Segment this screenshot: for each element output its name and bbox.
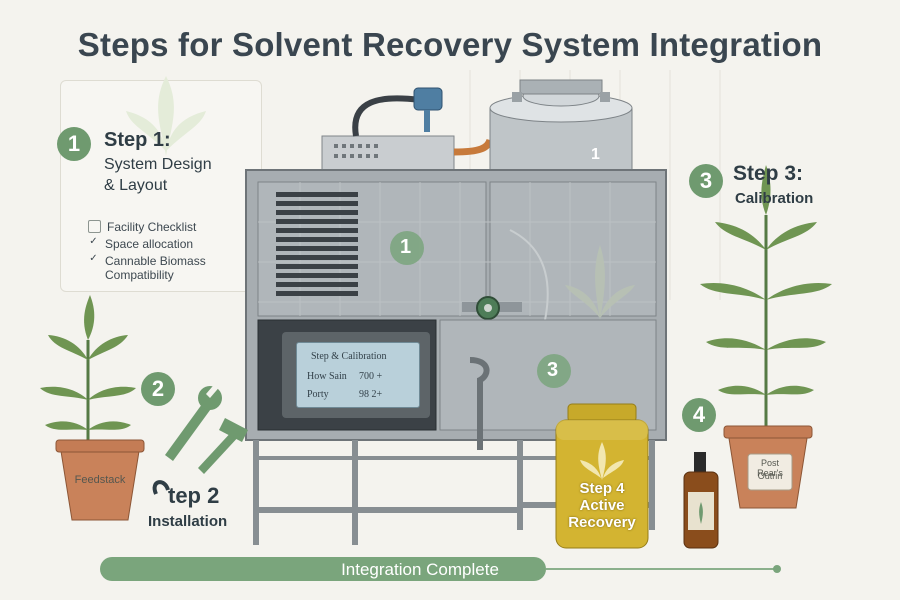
- step1-badge: 1: [57, 127, 91, 161]
- progress-bar: [100, 557, 546, 581]
- display-header: Step & Calibration: [311, 351, 387, 362]
- checklist-item-continued: Compatibility: [88, 268, 174, 282]
- checklist-label: Compatibility: [105, 268, 174, 282]
- compressor-box: [321, 135, 455, 171]
- checklist-item[interactable]: ✓ Space allocation: [88, 236, 194, 252]
- step2-title: tep 2: [168, 483, 220, 508]
- jar-label-1: Step 4: [579, 480, 625, 497]
- checkbox[interactable]: [88, 220, 101, 233]
- control-display[interactable]: Step & Calibration How Sain 700 + Porty …: [296, 342, 420, 408]
- left-pot-label: Feedstack: [74, 474, 126, 486]
- step1-title: Step 1:: [104, 129, 171, 151]
- step3-badge: 3: [689, 164, 723, 198]
- step3-title: Step 3:: [733, 162, 804, 185]
- display-row2-value: 98 2+: [359, 389, 383, 400]
- step1-subtitle-1: System Design: [104, 156, 212, 173]
- left-plant-icon: [40, 295, 136, 455]
- marker-1: 1: [400, 236, 412, 258]
- display-row1-value: 700 +: [359, 371, 383, 382]
- marker-3: 3: [547, 359, 559, 381]
- check-icon[interactable]: ✓: [89, 236, 98, 247]
- wrench-hammer-icon: [165, 380, 248, 474]
- step1-card: [60, 76, 262, 292]
- right-pot-label-2: Outrin: [757, 471, 783, 481]
- leaf-watermark-icon: [126, 76, 206, 156]
- checklist-item[interactable]: ✓ Cannable Biomass: [88, 253, 206, 269]
- checklist-label: Space allocation: [105, 237, 194, 251]
- leaf-emblem-icon: [565, 245, 635, 320]
- leaf-icon: [580, 442, 624, 480]
- marker-1-drum: 1: [591, 146, 600, 163]
- jar-label: Step 4 Active Recovery: [562, 480, 642, 531]
- step1-subtitle-2: & Layout: [104, 177, 168, 194]
- progress-label: Integration Complete: [341, 560, 499, 579]
- checklist-label: Facility Checklist: [107, 220, 197, 234]
- step4-badge: 4: [682, 398, 716, 432]
- display-row1-label: How Sain: [307, 371, 347, 382]
- check-icon[interactable]: ✓: [89, 253, 98, 264]
- page-title: Steps for Solvent Recovery System Integr…: [77, 26, 823, 63]
- display-row2-label: Porty: [307, 389, 329, 400]
- valve-icon: [413, 87, 443, 111]
- jar-label-2: Active: [579, 497, 625, 514]
- checklist-item[interactable]: Facility Checklist: [88, 220, 196, 234]
- right-plant-icon: [700, 165, 832, 430]
- step3-subtitle: Calibration: [735, 190, 814, 207]
- step2-badge: 2: [141, 372, 175, 406]
- right-pot-label-1: Post Rear's: [757, 458, 783, 478]
- checklist-label: Cannable Biomass: [105, 254, 206, 268]
- step2-subtitle: Installation: [148, 513, 228, 530]
- jar-label-3: Recovery: [568, 514, 636, 531]
